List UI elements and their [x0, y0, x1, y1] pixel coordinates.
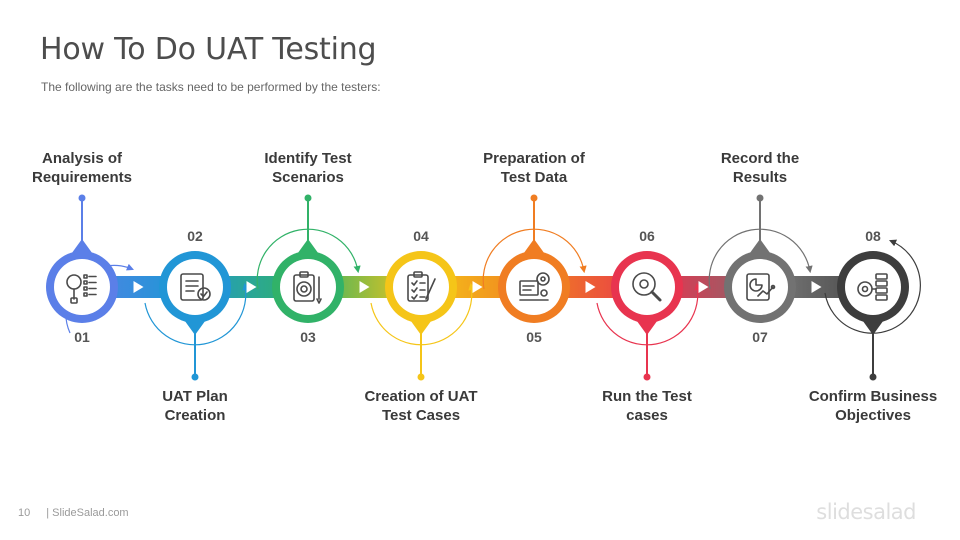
requirements-checklist-icon [66, 274, 97, 304]
orbit-arrow [482, 228, 587, 290]
step-number: 02 [187, 228, 203, 244]
footer: 10 | SlideSalad.com [18, 507, 129, 519]
step-label: Objectives [835, 407, 911, 424]
step-node-08 [837, 251, 909, 335]
footer-source: | SlideSalad.com [46, 507, 129, 519]
step-number: 07 [752, 329, 768, 345]
connector-dot [78, 194, 86, 202]
orbit-arrow [596, 282, 702, 346]
connector-dot [191, 373, 199, 381]
orbit-arrow [708, 228, 813, 290]
orbit-arrow [256, 228, 361, 290]
report-chart-icon [746, 273, 776, 301]
step-node-07 [724, 239, 796, 323]
step-label: Run the Test [602, 388, 692, 405]
step-label: Identify Test [264, 150, 351, 167]
target-checklist-icon [857, 273, 888, 301]
step-number: 08 [865, 228, 881, 244]
step-number: 05 [526, 329, 542, 345]
step-label: Requirements [32, 169, 132, 186]
flow-chevron [133, 281, 144, 293]
flow-chevron [472, 281, 483, 293]
connector-dot [304, 194, 312, 202]
data-gear-icon [519, 272, 550, 301]
step-node-02 [159, 251, 231, 335]
step-node-04 [385, 251, 457, 335]
step-label: Creation [165, 407, 226, 424]
orbit-arrow [370, 282, 476, 346]
step-label: Preparation of [483, 150, 586, 167]
slide-title: How To Do UAT Testing [40, 32, 377, 67]
brand-logo: slidesalad [816, 500, 916, 524]
connector-dot [869, 373, 877, 381]
orbit-arrow [144, 282, 250, 346]
orbit-arrow [824, 239, 921, 334]
step-number: 06 [639, 228, 655, 244]
step-label: Test Cases [382, 407, 460, 424]
plan-gear-icon [180, 273, 211, 301]
page-number: 10 [18, 507, 31, 519]
step-label: Test Data [501, 169, 568, 186]
connector-dot [417, 373, 425, 381]
target-clipboard-icon [293, 271, 322, 304]
step-label: Confirm Business [809, 388, 937, 405]
connector-dot [756, 194, 764, 202]
step-label: Creation of UAT [364, 388, 477, 405]
step-label: Scenarios [272, 169, 344, 186]
step-node-01 [46, 239, 118, 323]
checklist-pencil-icon [407, 271, 436, 302]
connector-dot [643, 373, 651, 381]
step-node-06 [611, 251, 683, 335]
slide-subtitle: The following are the tasks need to be p… [41, 80, 381, 94]
step-number: 01 [74, 329, 90, 345]
step-label: Analysis of [42, 150, 123, 167]
step-number: 04 [413, 228, 429, 244]
flow-chevron [359, 281, 370, 293]
step-number: 03 [300, 329, 316, 345]
step-label: Results [733, 169, 787, 186]
flow-chevron [811, 281, 822, 293]
flow-chevron [585, 281, 596, 293]
search-gear-icon [632, 272, 662, 302]
flow-chevron [246, 281, 257, 293]
flow-chevron [698, 281, 709, 293]
step-node-05 [498, 239, 570, 323]
step-node-03 [272, 239, 344, 323]
connector-dot [530, 194, 538, 202]
step-label: UAT Plan [162, 388, 228, 405]
step-label: cases [626, 407, 668, 424]
step-label: Record the [721, 150, 799, 167]
